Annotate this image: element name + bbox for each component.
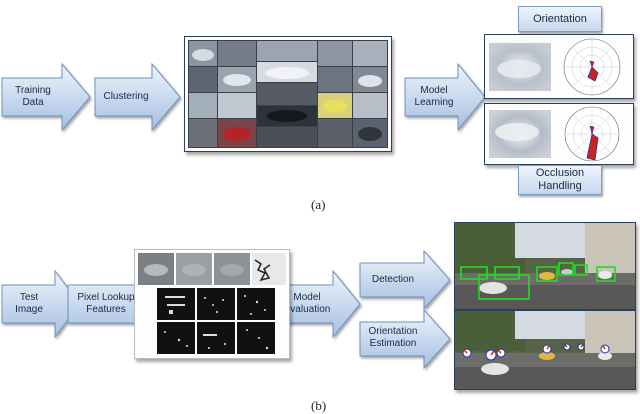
orientation-tag: Orientation [518, 6, 602, 32]
orientation-estimation-arrow [359, 308, 451, 370]
occlusion-handling-label: Occlusion Handling [535, 167, 585, 192]
occlusion-model-visual [489, 106, 620, 162]
polar-histogram [563, 38, 621, 96]
caption-b: (b) [311, 398, 327, 413]
detection-label: Detection [371, 274, 415, 285]
test-image-label: Test Image [15, 292, 43, 315]
orientation-result-image [454, 310, 636, 390]
cluster-panel [184, 36, 392, 152]
pixel-lookup-label: Pixel Lookup Features [77, 292, 135, 315]
occlusion-model-panel [484, 103, 634, 165]
orientation-scene [455, 311, 635, 389]
model-evaluation-label: Model Evaluation [283, 292, 331, 315]
caption-a: (a) [311, 197, 326, 212]
model-learning-arrow [404, 62, 486, 132]
detection-result-image [454, 222, 636, 310]
feature-maps-panel [134, 249, 290, 359]
orientation-model-panel [484, 34, 634, 99]
orientation-model-visual [489, 38, 621, 96]
detection-arrow [359, 249, 451, 311]
orientation-label: Orientation [533, 12, 587, 25]
training-data-arrow [1, 62, 91, 132]
model-learning-label: Model Learning [414, 85, 454, 108]
feature-maps-grid [138, 253, 286, 354]
clustering-label: Clustering [103, 91, 149, 102]
detection-boxes [460, 262, 616, 300]
clustering-arrow [94, 62, 181, 132]
orientation-markers [462, 343, 610, 361]
polar-histogram-occlusion [564, 106, 620, 162]
cluster-image-grid [188, 40, 388, 148]
training-data-label: Training Data [15, 85, 51, 108]
detection-scene [455, 223, 635, 309]
occlusion-handling-tag: Occlusion Handling [518, 165, 602, 195]
orientation-estimation-label: Orientation Estimation [368, 326, 418, 349]
